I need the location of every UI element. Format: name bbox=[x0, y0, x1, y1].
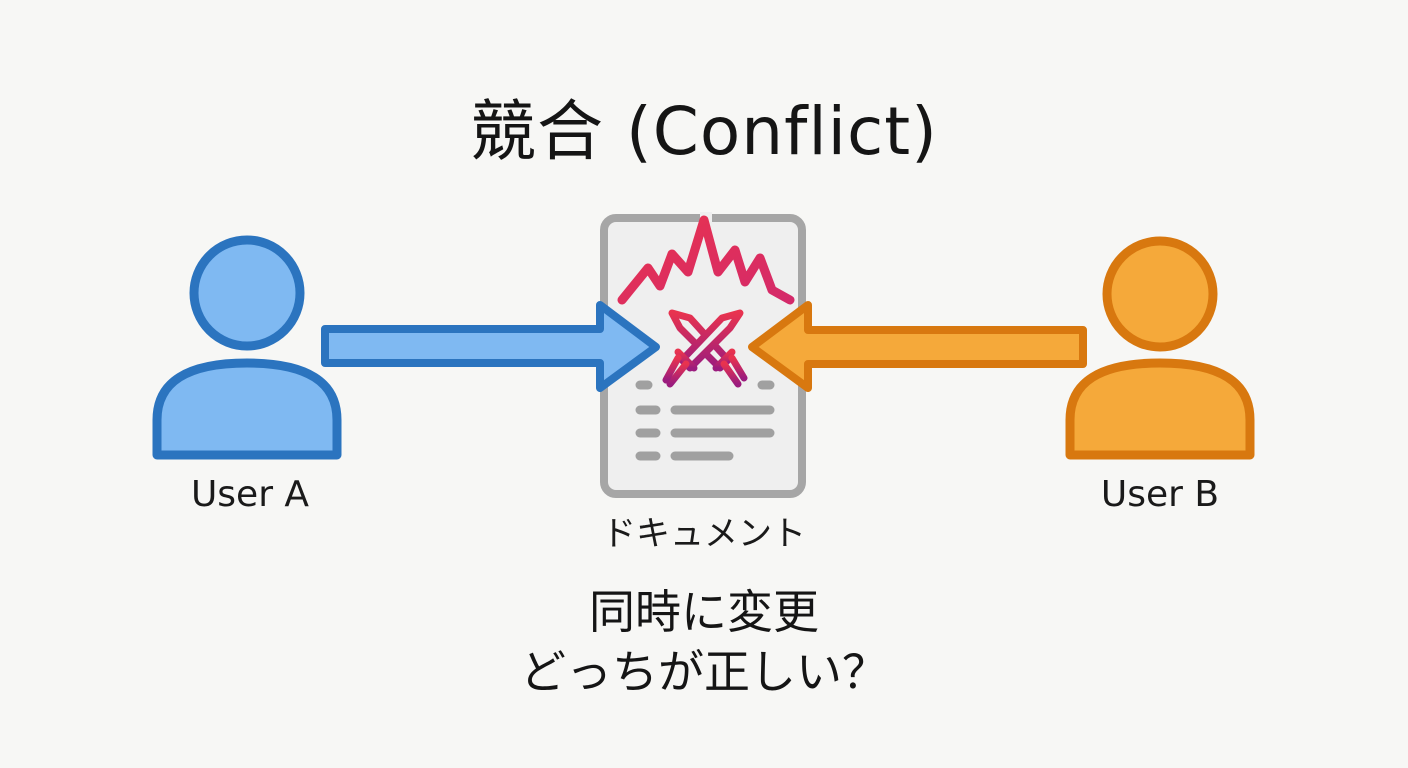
explosion-burst-icon bbox=[617, 215, 795, 305]
user-a-icon bbox=[152, 235, 342, 460]
user-b-icon bbox=[1065, 236, 1255, 460]
question-text: 同時に変更 どっちが正しい？ bbox=[0, 582, 1408, 702]
arrow-user-b-to-document bbox=[748, 301, 1087, 392]
user-b-label: User B bbox=[1100, 474, 1220, 515]
document-label: ドキュメント bbox=[602, 514, 806, 554]
arrow-user-a-to-document bbox=[321, 301, 660, 392]
crossed-swords-icon bbox=[662, 309, 748, 388]
diagram-title: 競合 (Conflict) bbox=[470, 93, 938, 170]
question-line-2: どっちが正しい？ bbox=[520, 645, 888, 699]
user-a-label: User A bbox=[190, 474, 310, 515]
question-line-1: 同時に変更 bbox=[589, 585, 819, 639]
